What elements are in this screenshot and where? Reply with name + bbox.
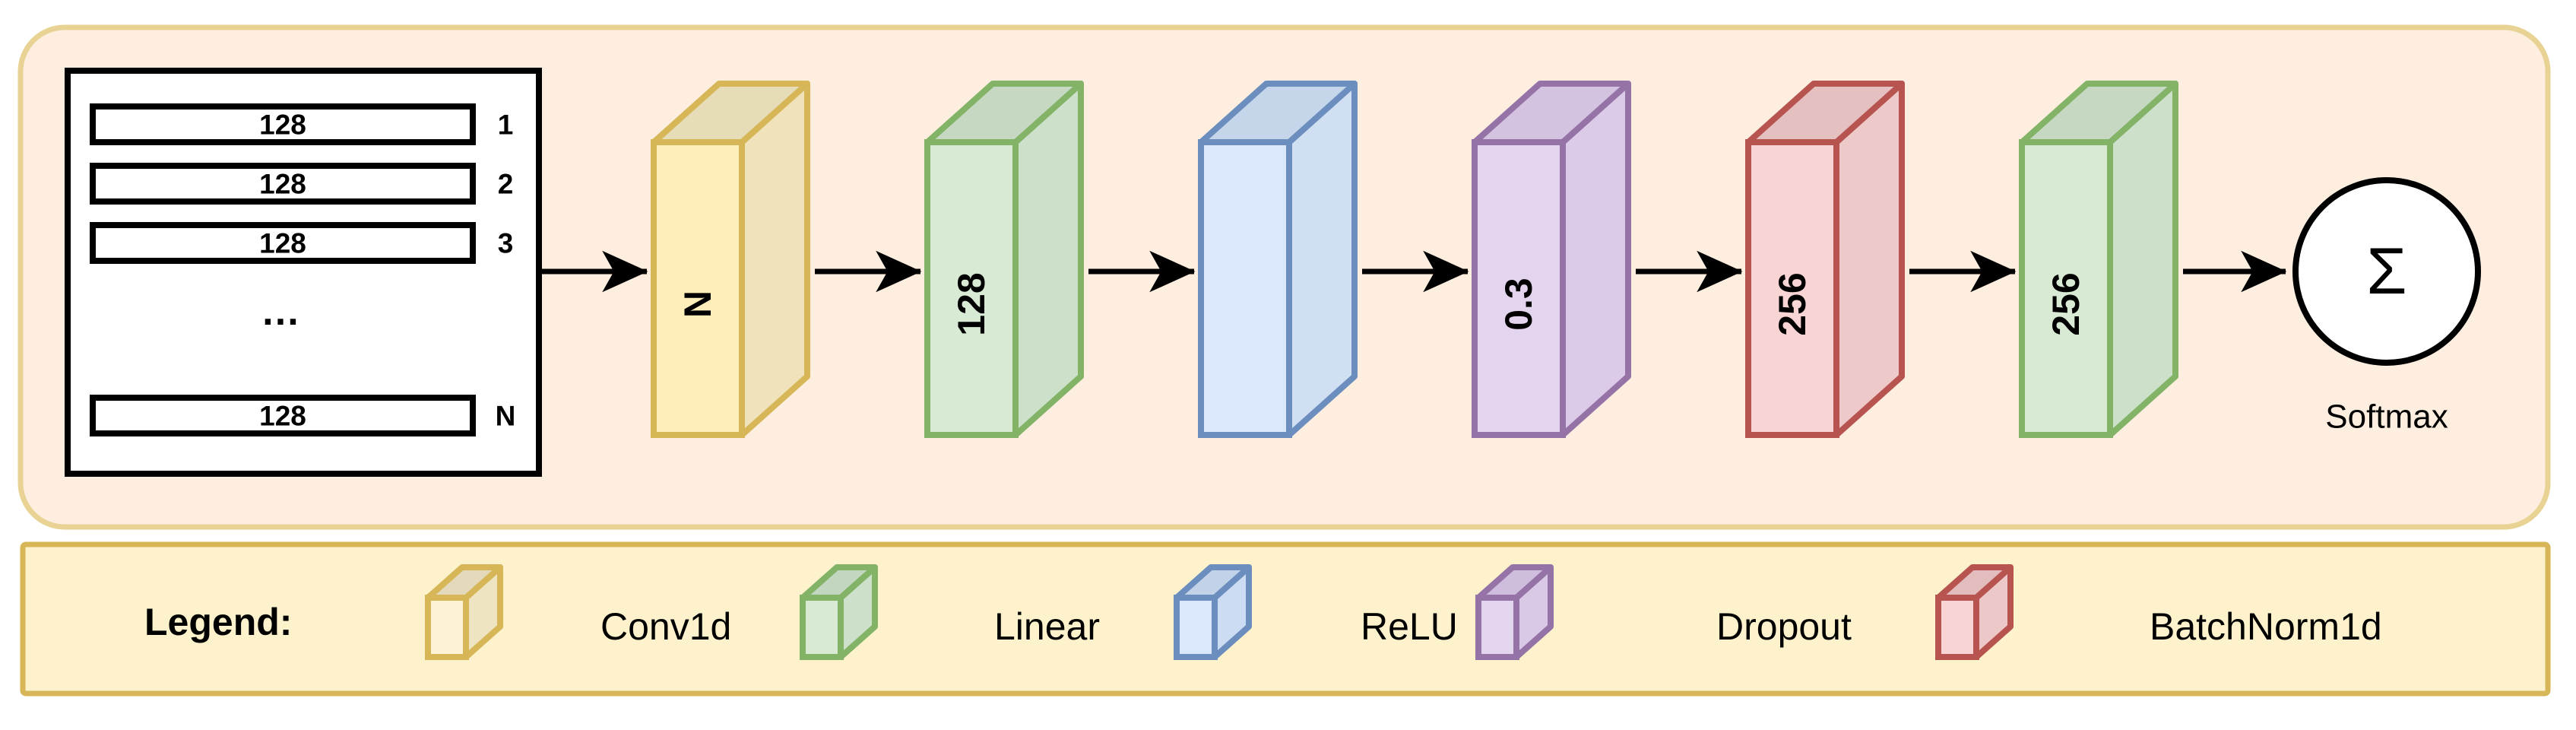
linear-1-front-face — [924, 139, 1019, 438]
linear-1-label: 128 — [950, 272, 993, 335]
relu-front-face — [1198, 139, 1292, 438]
input-row-index: 2 — [498, 169, 514, 200]
legend-title: Legend: — [144, 601, 292, 643]
legend-batchnorm-front-face — [1935, 595, 1979, 660]
legend-linear-front-face — [800, 595, 844, 660]
input-row-value: 128 — [259, 401, 306, 432]
softmax-circle — [2292, 177, 2481, 366]
legend-relu-front-face — [1174, 595, 1218, 660]
batchnorm-block[interactable]: 256 — [1745, 81, 1905, 438]
legend-linear-label: Linear — [994, 605, 1100, 648]
legend-dropout-front-face — [1475, 595, 1519, 660]
input-row: 128 3 — [90, 222, 514, 264]
softmax-node[interactable]: Σ Softmax — [2292, 177, 2481, 436]
input-row-index: 1 — [498, 110, 514, 141]
conv1d-block[interactable]: N — [651, 81, 810, 438]
input-row: 128 N — [90, 395, 516, 436]
input-sequence-block: 128 1 128 2 128 3 … 128 N — [65, 68, 542, 477]
input-row-index: 3 — [498, 228, 514, 259]
legend-conv1d-front-face — [425, 595, 469, 660]
sigma-icon: Σ — [2366, 235, 2406, 308]
dropout-front-face — [1472, 139, 1566, 438]
legend-item-linear[interactable]: Linear — [800, 564, 1100, 660]
legend-conv1d-label: Conv1d — [600, 605, 731, 648]
legend-item-dropout[interactable]: Dropout — [1475, 564, 1852, 660]
input-row-value: 128 — [259, 228, 306, 259]
input-ellipsis: … — [261, 290, 305, 334]
batchnorm-front-face — [1745, 139, 1839, 438]
legend-item-batchnorm1d[interactable]: BatchNorm1d — [1935, 564, 2382, 660]
linear-block-2[interactable]: 256 — [2019, 81, 2178, 438]
linear-block-1[interactable]: 128 — [924, 81, 1084, 438]
legend-item-conv1d[interactable]: Conv1d — [425, 564, 731, 660]
input-row-value: 128 — [259, 110, 306, 141]
linear-2-front-face — [2019, 139, 2113, 438]
dropout-block[interactable]: 0.3 — [1472, 81, 1631, 438]
input-row: 128 2 — [90, 163, 514, 205]
conv1d-front-face — [651, 139, 745, 438]
legend-item-relu[interactable]: ReLU — [1174, 564, 1458, 660]
legend-relu-label: ReLU — [1361, 605, 1458, 648]
relu-block[interactable] — [1198, 81, 1358, 438]
input-row-index: N — [496, 401, 516, 432]
legend-batchnorm-label: BatchNorm1d — [2150, 605, 2382, 648]
dropout-label: 0.3 — [1497, 278, 1540, 331]
legend-dropout-label: Dropout — [1716, 605, 1852, 648]
legend-panel — [20, 541, 2551, 697]
linear-2-label: 256 — [2045, 272, 2087, 335]
input-row: 128 1 — [90, 103, 514, 145]
conv1d-label: N — [676, 290, 719, 318]
batchnorm-label: 256 — [1771, 272, 1814, 335]
input-row-value: 128 — [259, 169, 306, 200]
softmax-caption: Softmax — [2325, 398, 2448, 436]
